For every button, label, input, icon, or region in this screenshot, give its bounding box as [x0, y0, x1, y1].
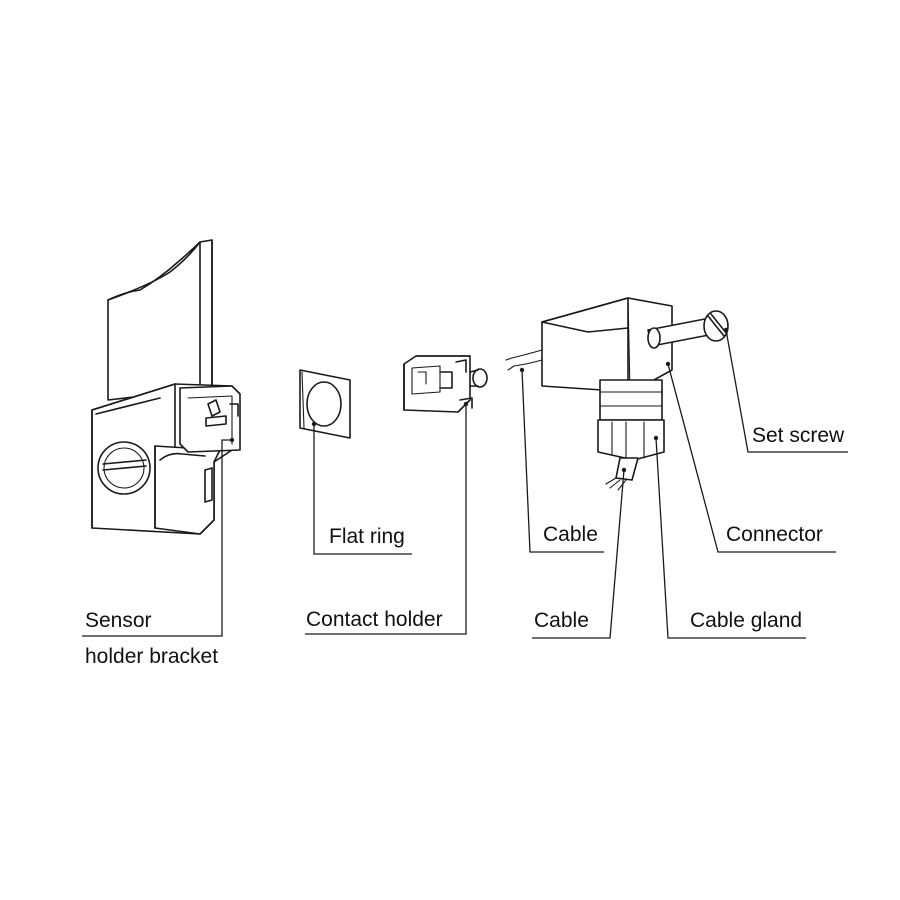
label-contact-holder: Contact holder [306, 608, 443, 631]
label-cable-gland: Cable gland [690, 609, 802, 632]
bracket-pin-housing [179, 385, 241, 453]
label-cable-upper: Cable [543, 523, 598, 546]
leader-sensor-holder [82, 439, 232, 637]
leader-connector [667, 363, 836, 553]
label-sensor-line2: holder bracket [85, 645, 218, 668]
leader-cable-lower [532, 469, 625, 639]
leader-cable-gland [655, 437, 806, 639]
label-set-screw: Set screw [752, 424, 845, 447]
mounting-plate [107, 239, 213, 401]
label-sensor-line1: Sensor [85, 609, 152, 632]
sensor-holder-bracket: Sensor holder bracket [82, 239, 241, 668]
label-flat-ring: Flat ring [329, 525, 405, 548]
cable-lower-stub [615, 457, 639, 481]
cable-gland-nut [597, 419, 665, 461]
contact-holder: Contact holder [305, 355, 488, 635]
leader-contact-holder [305, 404, 467, 635]
cable-gland-upper [599, 379, 663, 421]
leader-set-screw [725, 329, 848, 453]
plate-torn-edge [107, 241, 201, 301]
connector-assembly: Set screw Connector Cable Cable Cable gl… [505, 297, 848, 639]
flat-ring: Flat ring [299, 369, 412, 555]
leader-cable-upper [521, 369, 604, 553]
label-cable-lower: Cable [534, 609, 589, 632]
label-connector: Connector [726, 523, 823, 546]
leader-flat-ring [313, 424, 412, 555]
